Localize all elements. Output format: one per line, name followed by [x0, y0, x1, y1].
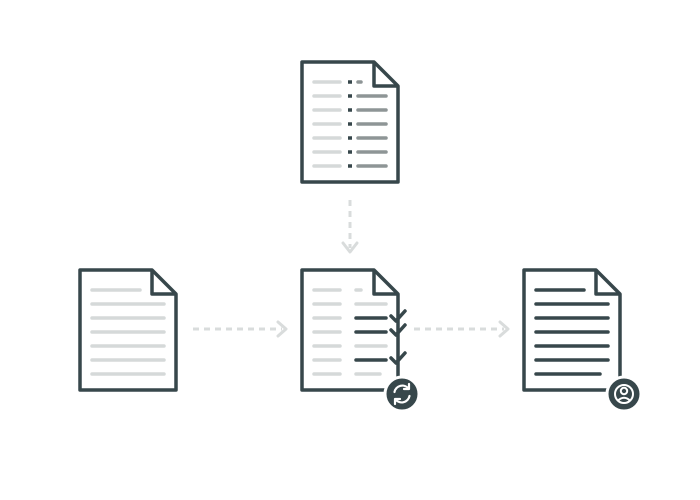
- blank-document-icon: [78, 268, 178, 392]
- checked-document-icon: [300, 268, 421, 413]
- arrow-right-icon: [276, 320, 288, 338]
- sync-icon: [383, 375, 421, 413]
- connector-merge-to-final: [414, 320, 510, 338]
- check-icon: [389, 351, 407, 365]
- connector-template-to-merge: [341, 200, 359, 254]
- template-document-icon: [300, 60, 400, 184]
- connector-source-to-merge: [193, 320, 288, 338]
- user-icon: [605, 375, 643, 413]
- arrow-down-icon: [341, 241, 359, 254]
- final-document-icon: [522, 268, 643, 413]
- arrow-right-icon: [498, 320, 510, 338]
- check-icon: [389, 309, 407, 323]
- check-icon: [389, 323, 407, 337]
